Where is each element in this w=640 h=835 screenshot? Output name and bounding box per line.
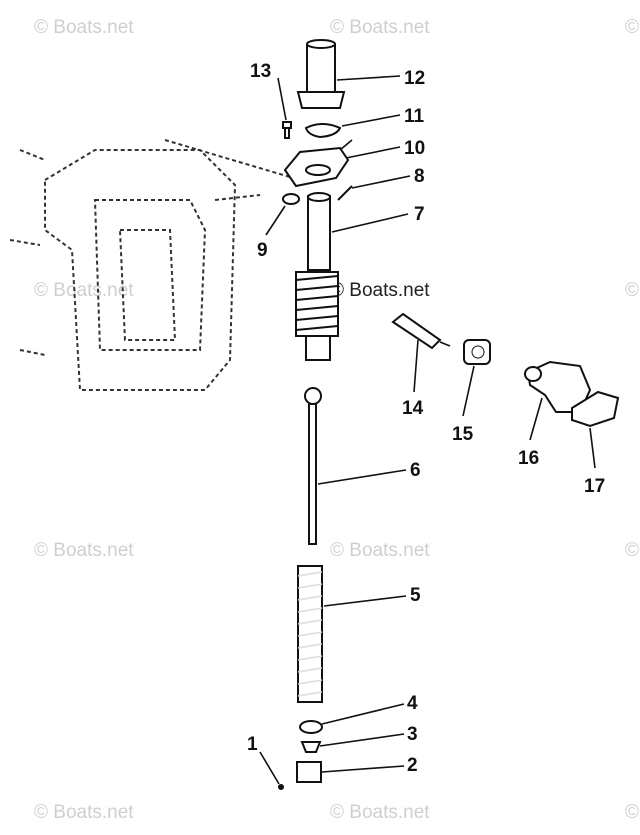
part-12-bushing [296,39,346,109]
engine-block-outline [9,139,301,391]
callout-16: 16 [518,448,539,469]
part-2-nut [296,761,322,783]
callout-17: 17 [584,476,605,497]
callout-9: 9 [257,240,268,261]
watermark-layer: © Boats.net © Boats.net © Boats.net © Bo… [34,17,640,823]
callout-3: 3 [407,724,418,745]
leader-12 [336,75,401,81]
part-15-gear [463,339,491,365]
leader-lines [259,75,596,785]
watermark-top-left: © Boats.net [34,17,134,38]
watermark-mid-center: © Boats.net [330,280,430,301]
part-7-shaft [295,192,339,361]
part-6-rod [304,387,322,545]
watermark-bottom-center: © Boats.net [330,802,430,823]
leader-11 [341,114,401,127]
leader-6 [317,469,407,485]
callout-12: 12 [404,68,425,89]
leader-9 [265,205,286,236]
part-14-gear-shaft [391,312,451,350]
leader-13 [277,77,287,121]
leader-15 [462,365,475,417]
callout-14: 14 [402,398,424,419]
part-3-spring [300,741,322,753]
callout-1: 1 [247,734,258,755]
callout-4: 4 [407,693,418,714]
callout-8: 8 [414,166,425,187]
leader-8 [351,175,411,189]
watermark-lower-left: © Boats.net [34,540,134,561]
watermark-mid-right: © Boats.net [625,280,640,301]
leader-2 [321,765,405,773]
part-1-ball [278,784,284,790]
part-4-washer [299,720,323,734]
leader-10 [345,146,401,159]
part-11-gasket [304,123,342,139]
leader-7 [331,213,409,233]
part-13-screw [282,121,292,139]
watermark-mid-left: © Boats.net [34,280,134,301]
callout-labels: 13 12 11 10 8 7 9 14 15 16 17 6 5 4 3 2 … [247,61,605,776]
watermark-top-right: © Boats.net [625,17,640,38]
callout-2: 2 [407,755,418,776]
leader-5 [323,595,407,607]
callout-15: 15 [452,424,474,445]
leader-4 [321,703,405,725]
watermark-top-center: © Boats.net [330,17,430,38]
leader-17 [589,427,596,469]
callout-7: 7 [414,204,425,225]
part-8-pin [337,185,353,201]
watermark-lower-center: © Boats.net [330,540,430,561]
part-10-retainer [283,139,353,188]
watermark-bottom-left: © Boats.net [34,802,134,823]
callout-5: 5 [410,585,421,606]
part-9-o-ring [282,193,300,205]
watermark-lower-right: © Boats.net [625,540,640,561]
callout-10: 10 [404,138,425,159]
callout-11: 11 [404,106,425,127]
callout-13: 13 [250,61,271,82]
callout-6: 6 [410,460,421,481]
part-5-threaded-rod [297,565,323,703]
part-16-handle [524,360,592,413]
part-17-knob [571,390,620,428]
leader-14 [413,339,419,393]
watermark-bottom-right: © Boats.net [625,802,640,823]
leader-3 [319,733,405,747]
leader-1 [259,751,280,785]
leader-16 [529,397,543,441]
